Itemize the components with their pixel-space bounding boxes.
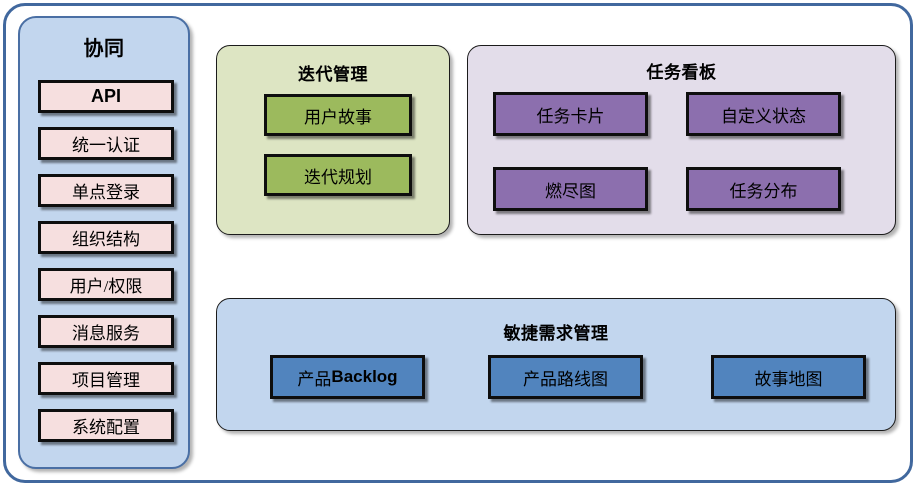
- sidebar-item-system-config[interactable]: 系统配置: [38, 409, 174, 442]
- iteration-management-panel: 迭代管理 用户故事 迭代规划: [216, 45, 450, 235]
- task-board-item-burndown[interactable]: 燃尽图: [493, 167, 648, 211]
- iteration-item-user-story[interactable]: 用户故事: [264, 94, 412, 136]
- iteration-title: 迭代管理: [298, 65, 368, 84]
- agile-item-story-map[interactable]: 故事地图: [711, 355, 866, 399]
- sidebar-item-api[interactable]: API: [38, 80, 174, 113]
- sidebar-panel-collaboration: 协同 API 统一认证 单点登录 组织结构 用户/权限 消息服务 项目管理 系统…: [18, 16, 190, 469]
- sidebar-item-user-perms[interactable]: 用户/权限: [38, 268, 174, 301]
- sidebar-item-message-svc[interactable]: 消息服务: [38, 315, 174, 348]
- sidebar-item-org-structure[interactable]: 组织结构: [38, 221, 174, 254]
- agile-title: 敏捷需求管理: [503, 324, 609, 343]
- sidebar-title: 协同: [83, 38, 125, 60]
- iteration-item-sprint-planning[interactable]: 迭代规划: [264, 154, 412, 196]
- task-board-item-task-card[interactable]: 任务卡片: [493, 92, 648, 136]
- task-board-item-task-dist[interactable]: 任务分布: [686, 167, 841, 211]
- task-board-title: 任务看板: [646, 63, 717, 82]
- task-board-panel: 任务看板 任务卡片 自定义状态 燃尽图 任务分布: [467, 45, 896, 235]
- sidebar-item-sso[interactable]: 单点登录: [38, 174, 174, 207]
- sidebar-item-unified-auth[interactable]: 统一认证: [38, 127, 174, 160]
- agile-item-product-roadmap[interactable]: 产品路线图: [488, 355, 643, 399]
- task-board-item-custom-status[interactable]: 自定义状态: [686, 92, 841, 136]
- agile-item-product-backlog-cn: 产品: [297, 369, 332, 389]
- agile-item-product-backlog-latin: Backlog: [331, 367, 398, 386]
- sidebar-item-project-mgmt[interactable]: 项目管理: [38, 362, 174, 395]
